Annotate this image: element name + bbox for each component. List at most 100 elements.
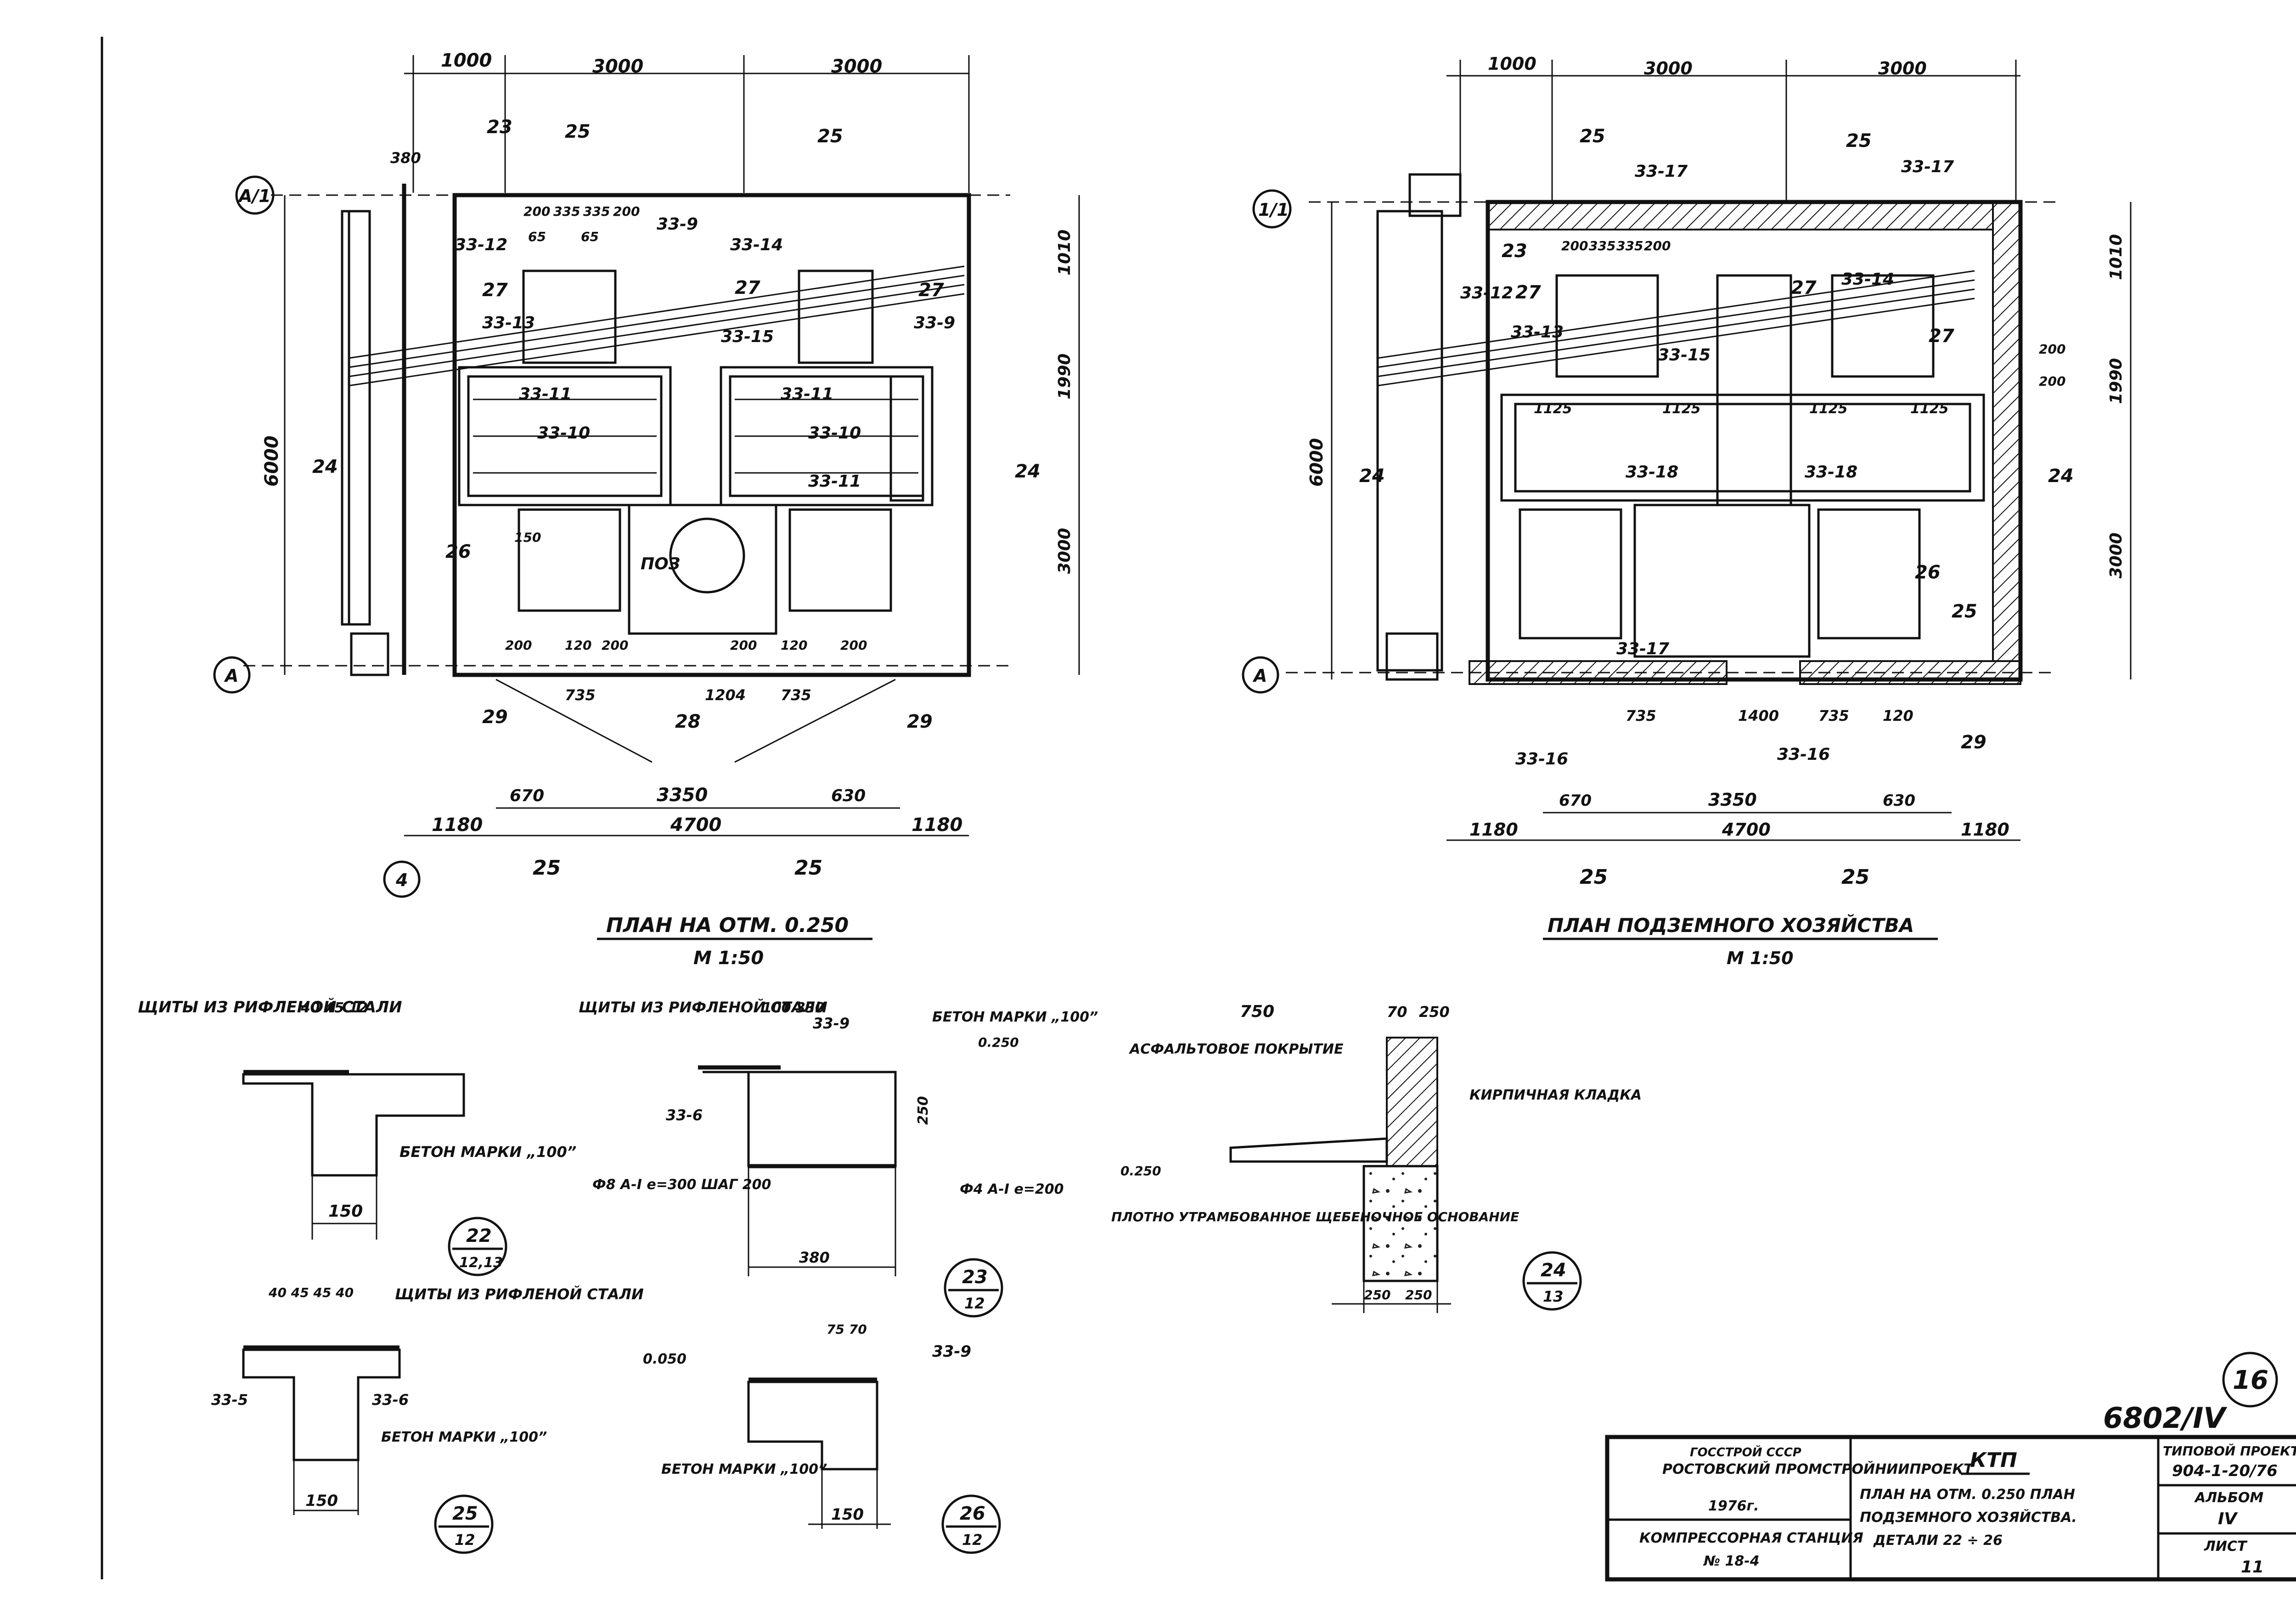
sheet-number-bubble (2222, 1352, 2278, 1408)
detail-25: 40 45 45 40 ЩИТЫ ИЗ РИФЛЕНОЙ СТАЛИ 150 3… (211, 1285, 644, 1554)
left-small-dim: 200 (613, 204, 640, 219)
d26-bubble (941, 1494, 1001, 1554)
right-section-ref: 27 (1929, 326, 1954, 347)
right-small-dim: 200 (1644, 238, 1671, 253)
left-mark: 33-11 (808, 472, 861, 491)
stamp-object2: № 18-4 (1703, 1553, 1760, 1569)
right-small-dim: 735 (1818, 707, 1849, 724)
stamp-year: 1976г. (1708, 1498, 1759, 1514)
d23-rebar: Ф8 А-I е=300 ШАГ 200 (592, 1177, 771, 1193)
d23-bubble (944, 1258, 1003, 1318)
left-section-ref: 28 (675, 711, 701, 732)
right-small-dim: 200 (2039, 374, 2065, 389)
inventory-number: 6802/IV (2103, 1401, 2228, 1435)
left-section-ref: 25 (565, 121, 591, 142)
right-small-dim: 735 (1626, 707, 1656, 724)
left-dim-bottom-2: 4700 (670, 814, 721, 836)
left-dim-sub-2: 630 (831, 786, 866, 805)
right-section-ref: 29 (1961, 732, 1986, 753)
d24-level: 0.250 (1120, 1163, 1161, 1179)
right-small-dim: 335 (1616, 238, 1643, 253)
right-mark: 33-18 (1626, 463, 1678, 482)
left-axis-top-bubble (235, 175, 275, 215)
d24-bot-dim-1: 250 (1364, 1287, 1390, 1302)
left-dim-side: 6000 (261, 436, 282, 487)
detail-22: ЩИТЫ ИЗ РИФЛЕНОЙ СТАЛИ 40 45 12 150 БЕТО… (138, 998, 576, 1276)
right-small-dim: 200 (2039, 342, 2065, 357)
sheet-number: 16 (2233, 1365, 2268, 1395)
left-small-dim: 335 (553, 204, 580, 219)
d23-mark1: 33-9 (813, 1015, 850, 1032)
d23-note1: ЩИТЫ ИЗ РИФЛЕНОЙ СТАЛИ (579, 999, 827, 1016)
stamp-project: 904-1-20/76 (2172, 1462, 2278, 1480)
d24-top-dim-1: 750 (1240, 1002, 1274, 1021)
left-dim-top-3: 3000 (831, 56, 882, 77)
right-dim-sub-2: 630 (1883, 792, 1915, 810)
left-section-ref: 24 (312, 456, 338, 477)
left-small-dim: 200 (730, 638, 757, 653)
left-dim-sub-1: 670 (510, 786, 544, 805)
left-mark: 33-11 (781, 385, 833, 404)
right-plan-scale: М 1:50 (1727, 948, 1794, 968)
left-small-dim: 150 (514, 530, 541, 545)
d25-note1: ЩИТЫ ИЗ РИФЛЕНОЙ СТАЛИ (395, 1286, 644, 1303)
left-plan-title: ПЛАН НА ОТМ. 0.250 (606, 914, 849, 937)
left-section-ref: 25 (794, 856, 822, 880)
d22-note1: ЩИТЫ ИЗ РИФЛЕНОЙ СТАЛИ (138, 998, 402, 1016)
left-dim-top-1: 1000 (441, 50, 492, 71)
d23-top-dims: 100 330 (762, 1000, 825, 1016)
right-dim-right-3: 3000 (2107, 533, 2126, 578)
title-block: ГОССТРОЙ СССР РОСТОВСКИЙ ПРОМСТРОЙНИИПРО… (1605, 1435, 2296, 1582)
left-axis-corner: 4 (395, 870, 408, 890)
left-dim-top-2: 3000 (592, 56, 643, 77)
stamp-project-label: ТИПОВОЙ ПРОЕКТ (2163, 1443, 2296, 1459)
right-mark: 33-16 (1777, 745, 1830, 764)
right-dim-top-3: 3000 (1878, 58, 1927, 79)
right-section-ref: 24 (1359, 466, 1385, 487)
left-small-dim: 120 (781, 638, 807, 653)
right-dim-inner: 3350 (1708, 790, 1757, 810)
left-mark: 33-10 (537, 424, 590, 443)
right-mark: 33-12 (1460, 284, 1513, 303)
left-small-dim: 200 (602, 638, 628, 653)
left-axis-top: А/1 (237, 186, 271, 206)
stamp-title: КТП (1970, 1448, 2017, 1472)
right-mark: 33-16 (1515, 750, 1568, 769)
d23-note2: БЕТОН МАРКИ „100” (932, 1009, 1098, 1025)
d25-dim: 150 (305, 1492, 338, 1510)
d23-level: 0.250 (978, 1035, 1019, 1050)
left-small-dim: 200 (523, 204, 550, 219)
left-axis-corner-bubble (383, 860, 421, 898)
d24-bot-dim-2: 250 (1405, 1287, 1432, 1302)
left-dim-row-2: 1204 (705, 686, 746, 704)
right-small-dim: 120 (1883, 707, 1913, 724)
left-section-ref: 27 (482, 280, 508, 301)
right-section-ref: 25 (1841, 865, 1869, 889)
right-mark: 33-17 (1635, 162, 1688, 181)
right-dim-top-1: 1000 (1488, 54, 1536, 74)
left-dim-right-1: 1010 (1055, 230, 1074, 275)
d24-num: 24 (1541, 1260, 1566, 1281)
left-dim-bottom-3: 1180 (912, 814, 962, 836)
right-axis-bottom: А (1252, 666, 1267, 686)
right-dim-bottom-2: 4700 (1722, 820, 1771, 840)
right-dim-bottom-1: 1180 (1469, 820, 1518, 840)
left-pit-label: ПОЗ (641, 555, 680, 573)
right-section-ref: 27 (1515, 282, 1541, 303)
right-dim-row: 1125 (1809, 401, 1848, 417)
left-mark: 33-15 (721, 327, 774, 346)
left-small-dim: 65 (581, 229, 599, 244)
left-mark: 33-10 (808, 424, 861, 443)
left-section-ref: 25 (533, 856, 561, 880)
d25-sheet: 12 (455, 1531, 475, 1549)
left-dim-bottom-1: 1180 (432, 814, 483, 836)
detail-23: ЩИТЫ ИЗ РИФЛЕНОЙ СТАЛИ 100 330 380 33-9 … (579, 999, 1098, 1318)
d22-top-dims: 40 45 12 (300, 1000, 368, 1016)
right-section-ref: 25 (1580, 126, 1605, 147)
d25-num: 25 (452, 1503, 478, 1524)
stamp-album-label: АЛЬБОМ (2194, 1490, 2263, 1506)
right-section-ref: 25 (1952, 601, 1977, 622)
left-section-ref: 26 (445, 541, 471, 562)
left-mark: 33-13 (482, 314, 535, 332)
